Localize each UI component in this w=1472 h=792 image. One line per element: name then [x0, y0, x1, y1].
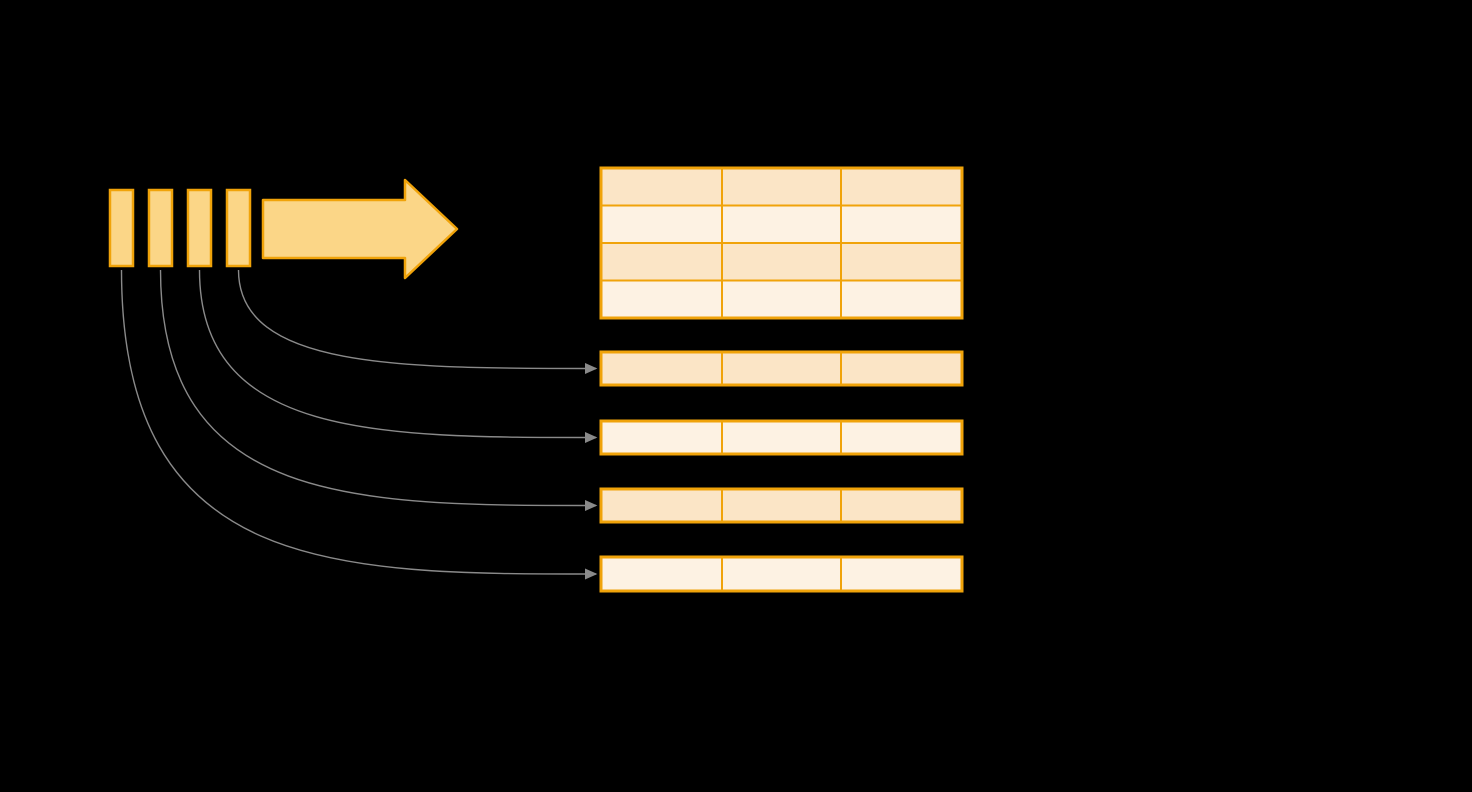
connector-arrow-2 — [198, 269, 598, 444]
row-table-3-cell-r1c2 — [721, 488, 842, 523]
batch-table-cell-r4c2 — [721, 279, 842, 319]
event-bar-3 — [186, 188, 213, 268]
row-table-4-border — [599, 555, 964, 593]
row-table-4-cell-r1c1 — [600, 556, 723, 592]
row-table-3-border — [599, 487, 964, 524]
batch-table-cell-r2c3 — [840, 204, 963, 244]
event-bar-2 — [147, 188, 174, 268]
batch-table-cell-r2c1 — [600, 204, 723, 244]
row-table-3-cell-r1c1 — [600, 488, 723, 523]
connector-arrow-3 — [159, 269, 598, 512]
row-table-1-border — [599, 350, 964, 387]
row-table-1-cell-r1c3 — [840, 351, 963, 386]
batch-table-cell-r3c3 — [840, 242, 963, 282]
connector-arrow-4 — [120, 269, 598, 580]
batch-table-cell-r1c2 — [721, 167, 842, 207]
row-table-4-cell-r1c3 — [840, 556, 963, 592]
row-table-2-border — [599, 419, 964, 456]
stream-arrow — [261, 178, 459, 280]
row-table-1-cell-r1c1 — [600, 351, 723, 386]
batch-table-cell-r3c2 — [721, 242, 842, 282]
batch-table-cell-r2c2 — [721, 204, 842, 244]
row-table-2-cell-r1c1 — [600, 420, 723, 455]
row-table-4-cell-r1c2 — [721, 556, 842, 592]
batch-table-cell-r4c3 — [840, 279, 963, 319]
row-table-2-cell-r1c2 — [721, 420, 842, 455]
event-bar-1 — [108, 188, 135, 268]
batch-table-cell-r1c1 — [600, 167, 723, 207]
row-table-2-cell-r1c3 — [840, 420, 963, 455]
row-table-1-cell-r1c2 — [721, 351, 842, 386]
batch-table-cell-r1c3 — [840, 167, 963, 207]
connector-arrow-1 — [237, 269, 598, 375]
batch-table-border — [599, 166, 964, 320]
row-table-3-cell-r1c3 — [840, 488, 963, 523]
batch-table-cell-r3c1 — [600, 242, 723, 282]
batch-table-cell-r4c1 — [600, 279, 723, 319]
event-bar-4 — [225, 188, 252, 268]
